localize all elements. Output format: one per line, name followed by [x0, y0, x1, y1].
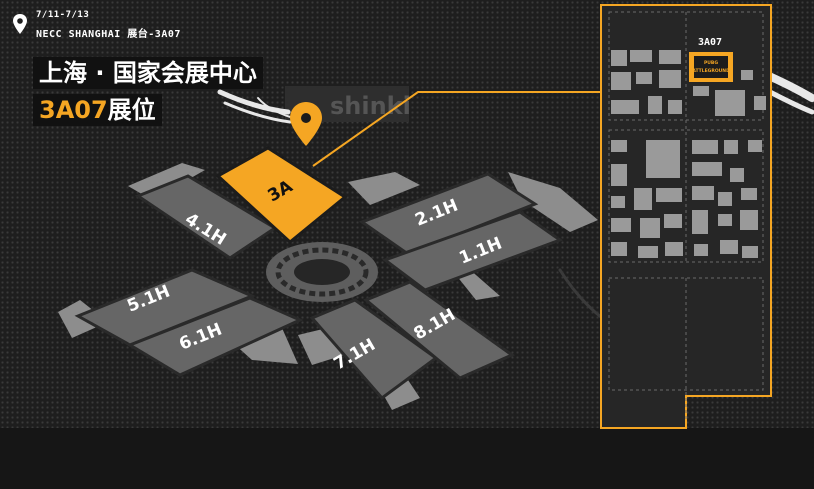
hall-2-1[interactable]: 2.1H	[358, 172, 539, 256]
central-hub	[266, 242, 378, 302]
booth-3a07[interactable]: PUBG BATTLEGROUNDS	[689, 52, 733, 82]
event-date: 7/11-7/13	[36, 10, 90, 20]
booth-title: 3A07展位	[33, 94, 162, 126]
location-marker-icon	[290, 102, 322, 146]
hall-8-1[interactable]: 8.1H	[363, 280, 516, 380]
booth-sign-logo: BATTLEGROUNDS	[689, 68, 733, 74]
event-venue: NECC SHANGHAI 展台-3A07	[36, 29, 181, 40]
hall-detail-panel: 3A07 PUBG BATTLEGROUNDS	[600, 4, 772, 429]
footer-band	[0, 428, 814, 489]
hall-6-1[interactable]: 6.1H	[126, 296, 304, 377]
booth-number: 3A07	[39, 96, 108, 124]
booth-blocks	[611, 50, 766, 258]
hall-1-1[interactable]: 1.1H	[381, 210, 564, 292]
booth-sign-top: PUBG	[704, 60, 718, 66]
location-pin-icon	[13, 14, 27, 34]
hall-5-1[interactable]: 5.1H	[74, 268, 256, 347]
booth-title-suffix: 展位	[107, 96, 156, 124]
connector-line	[312, 91, 604, 167]
booth-label: 3A07	[698, 37, 722, 48]
venue-title: 上海 · 国家会展中心	[33, 57, 263, 89]
hall-3a[interactable]: 3A	[215, 146, 348, 244]
